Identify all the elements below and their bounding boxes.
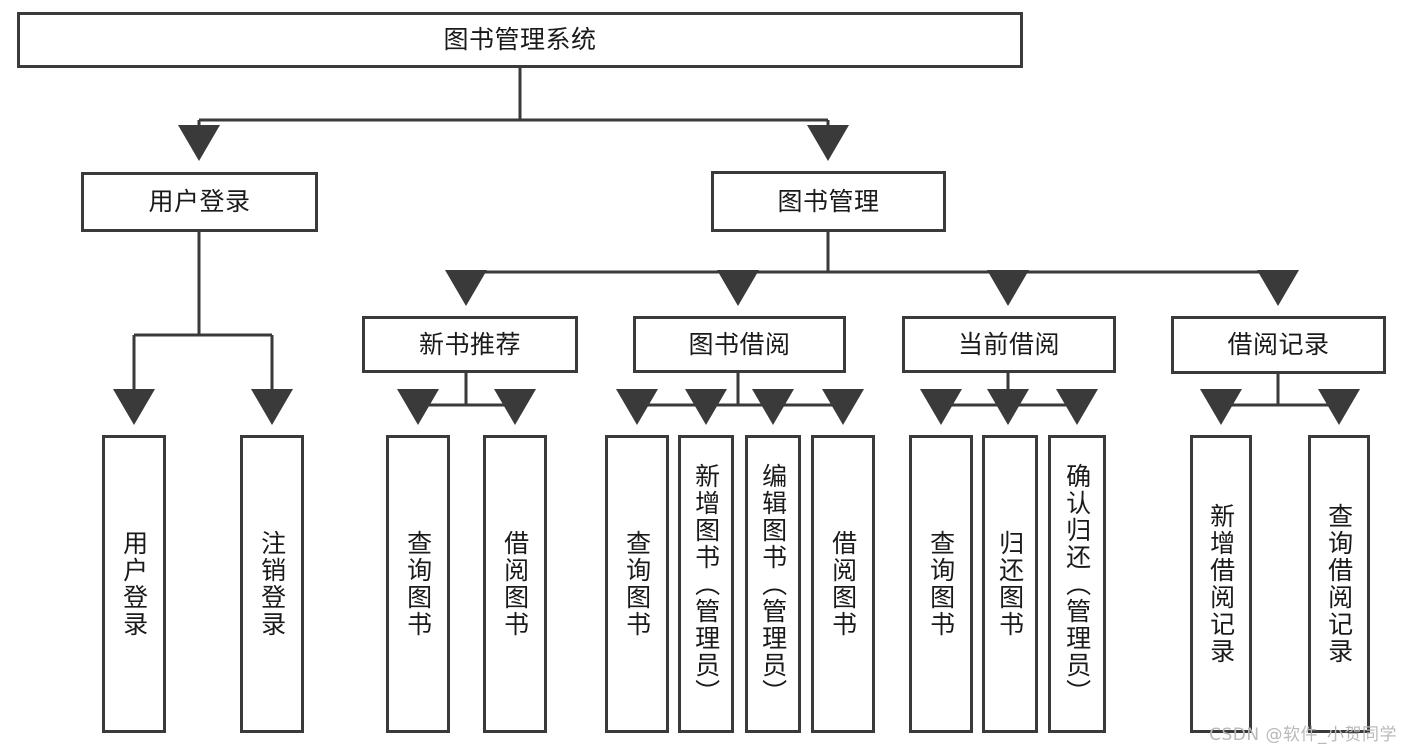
leaf-current-query-book[interactable]: 查询图书 [909,435,973,733]
node-label: 借阅记录 [1227,330,1330,360]
node-label: 图书管理 [777,186,880,216]
node-user-login[interactable]: 用户登录 [81,172,318,232]
node-book-borrow[interactable]: 图书借阅 [633,316,846,373]
node-label: 归还图书 [995,530,1025,638]
leaf-new-book-query[interactable]: 查询图书 [386,435,450,733]
node-label: 当前借阅 [957,329,1060,359]
node-label: 用户登录 [119,530,149,638]
node-label: 借阅图书 [500,530,530,638]
node-label: 图书管理系统 [443,25,597,55]
node-label: 新增图书（管理员） [691,462,721,706]
node-label: 查询图书 [926,530,956,638]
watermark-csdn: CSDN @软件_小贺同学 [1209,725,1397,745]
node-label: 查询借阅记录 [1324,503,1354,665]
node-label: 借阅图书 [828,530,858,638]
leaf-borrow-query-book[interactable]: 查询图书 [605,435,669,733]
leaf-borrow-add-book[interactable]: 新增图书（管理员） [678,435,734,733]
node-book-management[interactable]: 图书管理 [711,171,946,232]
leaf-current-return-book[interactable]: 归还图书 [982,435,1038,733]
node-label: 编辑图书（管理员） [758,462,788,706]
node-current-borrow[interactable]: 当前借阅 [902,316,1116,373]
node-root-system[interactable]: 图书管理系统 [17,12,1023,68]
leaf-user-login[interactable]: 用户登录 [102,435,166,733]
leaf-logout[interactable]: 注销登录 [240,435,304,733]
node-borrow-records[interactable]: 借阅记录 [1171,316,1386,374]
leaf-current-confirm-return[interactable]: 确认归还（管理员） [1048,435,1106,733]
node-label: 用户登录 [148,187,251,217]
leaf-borrow-edit-book[interactable]: 编辑图书（管理员） [745,435,801,733]
node-label: 图书借阅 [688,329,791,359]
node-new-book-recommend[interactable]: 新书推荐 [362,316,578,373]
leaf-records-query[interactable]: 查询借阅记录 [1308,435,1370,733]
node-label: 确认归还（管理员） [1062,462,1092,706]
node-label: 新增借阅记录 [1206,503,1236,665]
leaf-borrow-borrow-book[interactable]: 借阅图书 [811,435,875,733]
leaf-records-add[interactable]: 新增借阅记录 [1190,435,1252,733]
node-label: 查询图书 [403,530,433,638]
leaf-new-book-borrow[interactable]: 借阅图书 [483,435,547,733]
node-label: 新书推荐 [418,329,521,359]
node-label: 查询图书 [622,530,652,638]
node-label: 注销登录 [257,530,287,638]
